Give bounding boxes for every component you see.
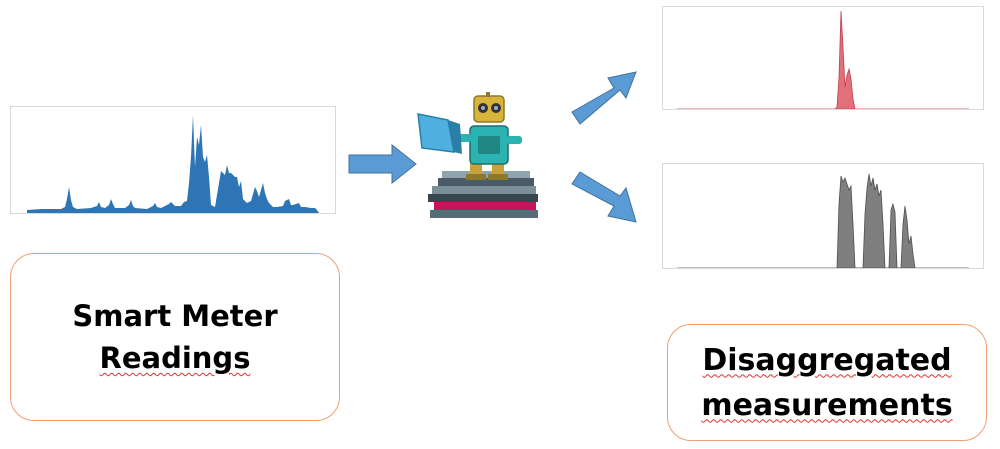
appliance-2-signal-area: [836, 173, 916, 268]
smart-meter-readings-plot: [10, 106, 336, 214]
lower-right-arrow-icon: [571, 171, 637, 223]
robot-reading-book-icon: [417, 92, 538, 218]
appliance-1-plot: [662, 6, 984, 110]
appliance-1-signal-chart: [677, 10, 969, 109]
aggregate-signal-area: [27, 115, 319, 213]
right-arrow-icon: [348, 144, 417, 184]
upper-right-arrow-icon: [571, 71, 637, 125]
disaggregated-measurements-label: Disaggregated measurements: [701, 342, 953, 423]
aggregate-signal-chart: [27, 115, 319, 213]
disaggregated-measurements-box: Disaggregated measurements: [667, 324, 987, 441]
smart-meter-readings-box: Smart Meter Readings: [10, 253, 340, 421]
appliance-2-signal-chart: [677, 173, 969, 268]
appliance-1-signal-area: [834, 10, 856, 109]
smart-meter-readings-label: Smart Meter Readings: [72, 298, 278, 375]
appliance-2-plot: [662, 163, 984, 269]
